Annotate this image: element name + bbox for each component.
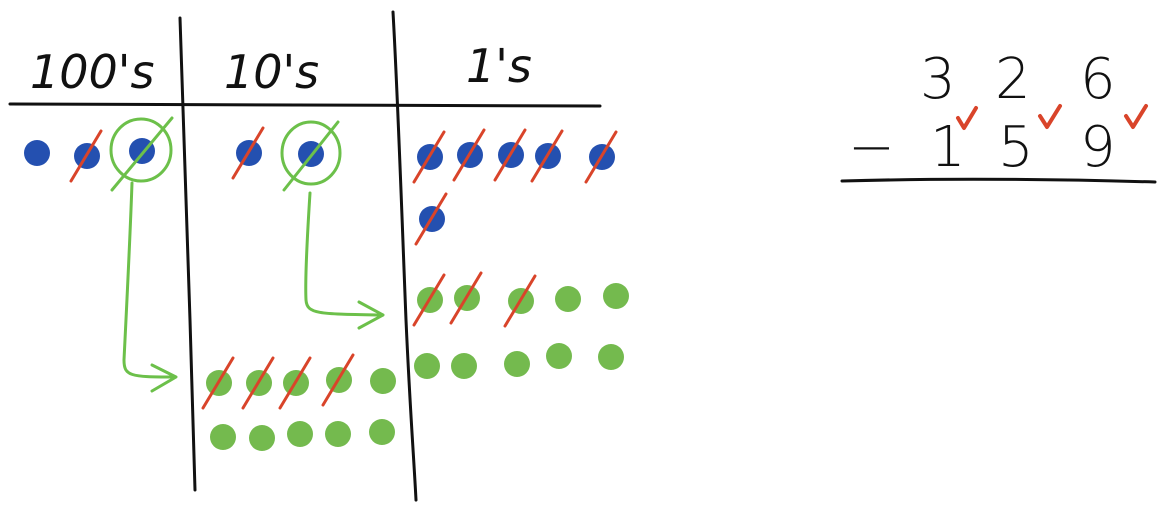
answer-line	[840, 177, 1157, 184]
hundreds-blue-disc	[24, 140, 50, 166]
ones-green-disc	[451, 353, 477, 379]
tens-green-disc	[370, 368, 396, 394]
ones-cross-out-mark	[530, 129, 564, 183]
ones-green-disc	[555, 286, 581, 312]
ones-cross-out-mark	[503, 274, 537, 328]
tens-cross-out-mark	[231, 126, 265, 180]
bottom-digit-hundreds: 1	[930, 115, 966, 180]
header-ones: 1's	[466, 39, 532, 93]
tens-cross-out-mark	[201, 356, 235, 410]
arrowhead-tens-to-ones	[357, 300, 385, 330]
top-digit-tens: 2	[995, 47, 1031, 112]
top-digit-ones: 6	[1080, 47, 1116, 112]
minus-sign: −	[848, 115, 895, 180]
divider-hundreds-tens	[178, 16, 197, 492]
ones-green-disc	[546, 343, 572, 369]
ones-cross-out-mark	[414, 192, 448, 246]
ones-cross-out-mark	[493, 128, 527, 182]
bottom-digit-ones: 9	[1080, 115, 1116, 180]
regroup-arrow-hundreds-to-tens	[122, 181, 176, 379]
ones-green-disc	[414, 353, 440, 379]
tens-green-disc	[210, 424, 236, 450]
hundreds-regroup-slash	[110, 116, 174, 192]
tens-cross-out-mark	[241, 356, 275, 410]
arrowhead-hundreds-to-tens	[150, 363, 178, 393]
checkmark-tens	[1038, 104, 1062, 129]
tens-green-disc	[325, 421, 351, 447]
ones-cross-out-mark	[449, 271, 483, 325]
ones-cross-out-mark	[412, 273, 446, 327]
ones-green-disc	[598, 344, 624, 370]
tens-cross-out-mark	[321, 353, 355, 407]
tens-regroup-slash	[282, 120, 340, 192]
header-underline	[8, 102, 602, 108]
tens-cross-out-mark	[278, 356, 312, 410]
header-tens: 10's	[224, 45, 319, 99]
tens-green-disc	[287, 421, 313, 447]
disc-layer	[24, 116, 629, 451]
bottom-digit-tens: 5	[998, 115, 1034, 180]
ones-cross-out-mark	[412, 130, 446, 184]
regroup-circle-tens	[280, 120, 342, 186]
regroup-arrow-tens-to-ones	[304, 191, 382, 317]
hundreds-cross-out-mark	[69, 129, 103, 183]
regroup-circle-hundreds	[109, 117, 173, 183]
tens-green-disc	[249, 425, 275, 451]
tens-green-disc	[369, 419, 395, 445]
header-hundreds: 100's	[30, 45, 154, 99]
ones-green-disc	[504, 351, 530, 377]
ones-green-disc	[603, 283, 629, 309]
top-digit-hundreds: 3	[920, 47, 956, 112]
ones-cross-out-mark	[452, 128, 486, 182]
checkmark-ones	[1124, 104, 1148, 129]
divider-tens-ones	[391, 10, 418, 502]
checkmark-hundreds	[956, 106, 978, 130]
ones-cross-out-mark	[584, 130, 618, 184]
